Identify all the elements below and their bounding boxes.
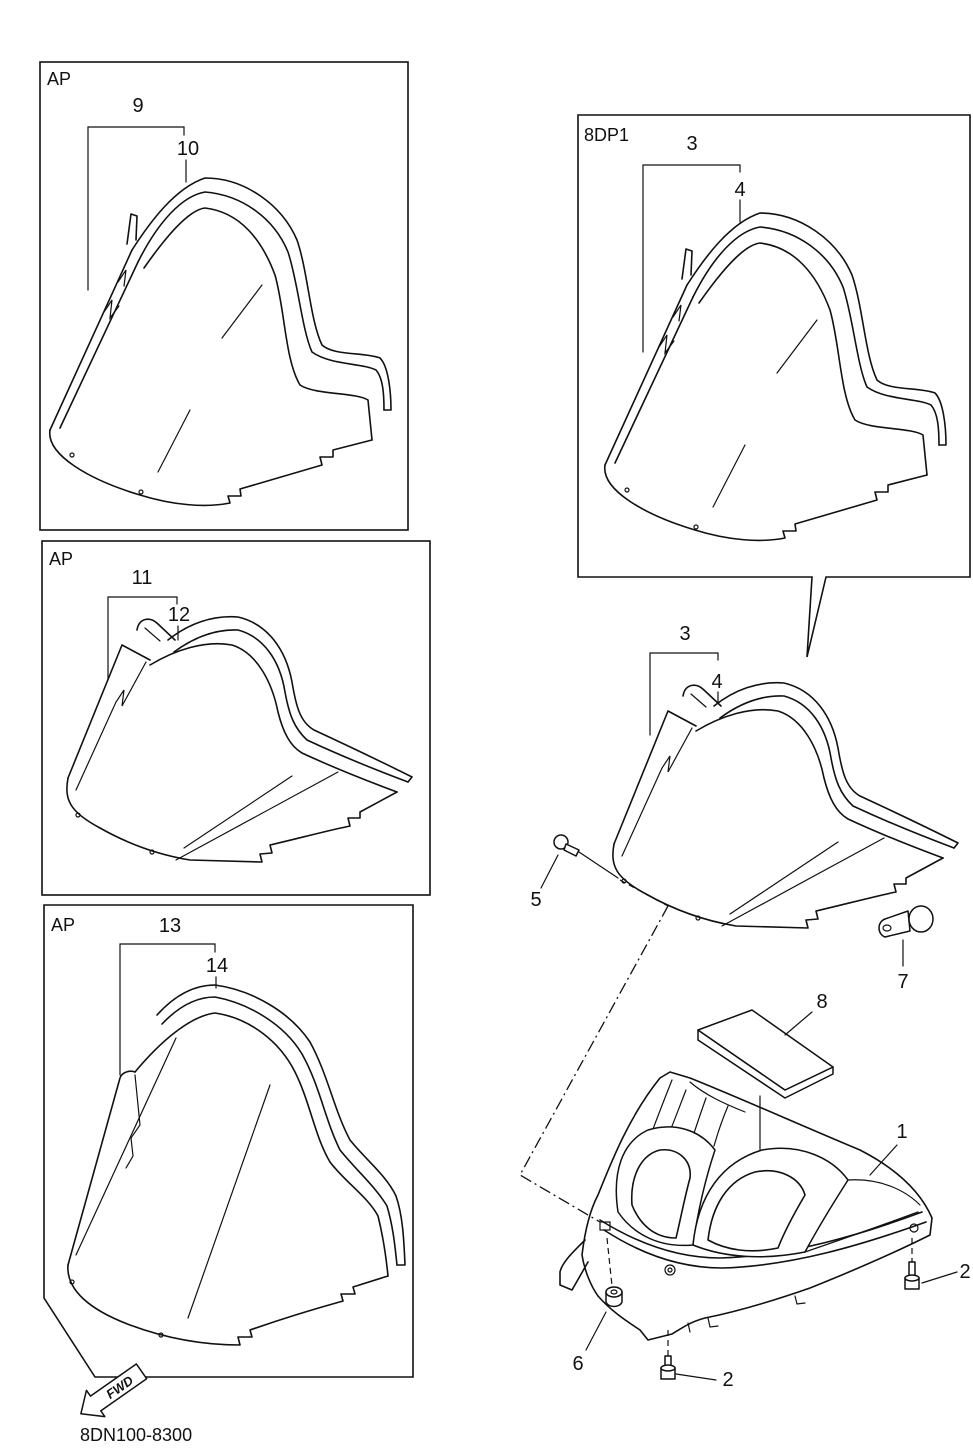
- set-bracket: [642, 164, 741, 353]
- callout-13: 13: [159, 915, 181, 937]
- assembly-dashed-line: [619, 879, 669, 907]
- screw: [553, 834, 580, 857]
- callout-2-right: 2: [959, 1261, 970, 1283]
- panel-frame: [39, 61, 409, 531]
- callout-2-bottom: 2: [722, 1369, 733, 1391]
- callout-8: 8: [816, 991, 827, 1013]
- fwd-arrow-icon: FWD: [80, 1363, 148, 1418]
- leader-line: [921, 1271, 958, 1284]
- pad: [697, 1009, 834, 1099]
- windshield-main: [612, 681, 959, 929]
- bolt-right: [904, 1238, 920, 1290]
- leader-line: [675, 1373, 717, 1381]
- leader-line: [784, 1011, 813, 1036]
- bolt-bottom: [660, 1330, 676, 1380]
- set-bracket: [649, 652, 719, 736]
- panel-ap-middle: AP 11 12: [41, 540, 431, 896]
- callout-4: 4: [734, 179, 745, 201]
- panel-variant-label: AP: [49, 549, 73, 569]
- callout-3-main: 3: [679, 623, 690, 645]
- assembly-reference-line: [519, 905, 669, 1223]
- set-bracket: [87, 126, 185, 291]
- set-bracket: [119, 943, 216, 1076]
- windshield-ap-low: [66, 615, 413, 863]
- panel-ap-top: AP 9 10: [39, 61, 409, 531]
- leader-line: [540, 854, 559, 889]
- callout-5: 5: [530, 889, 541, 911]
- panel-frame: [43, 904, 414, 1378]
- callout-10: 10: [177, 138, 199, 160]
- panel-variant-label: AP: [51, 915, 75, 935]
- nut: [605, 1237, 623, 1308]
- panel-ap-bottom: AP 13 14: [43, 904, 414, 1378]
- callout-7: 7: [897, 971, 908, 993]
- screw-axis-line: [578, 851, 619, 879]
- panel-variant-label: 8DP1: [584, 125, 629, 145]
- callout-4-main: 4: [711, 671, 722, 693]
- leader-line: [585, 1311, 607, 1351]
- cowling: [559, 1071, 933, 1341]
- leader-line: [869, 1144, 898, 1176]
- callout-9: 9: [132, 95, 143, 117]
- set-bracket: [107, 596, 178, 681]
- callout-11: 11: [132, 567, 153, 589]
- panel-frame: [41, 540, 431, 896]
- panel-8dp1-detail: 8DP1 3 4: [577, 114, 971, 658]
- windshield-ap-tall: [48, 177, 392, 507]
- panel-frame-with-pointer: [577, 114, 971, 658]
- diagram-code: 8DN100-8300: [80, 1425, 192, 1445]
- grommet: [878, 905, 934, 938]
- windshield-ap-extra-tall: [67, 984, 406, 1346]
- callout-12: 12: [168, 604, 190, 626]
- callout-14: 14: [206, 955, 228, 977]
- windshield-8dp1: [603, 212, 947, 542]
- callout-6: 6: [572, 1353, 583, 1375]
- panel-variant-label: AP: [47, 69, 71, 89]
- main-assembly: 3 4 5 7 8: [519, 623, 971, 1391]
- callout-1: 1: [896, 1121, 907, 1143]
- callout-3: 3: [686, 133, 697, 155]
